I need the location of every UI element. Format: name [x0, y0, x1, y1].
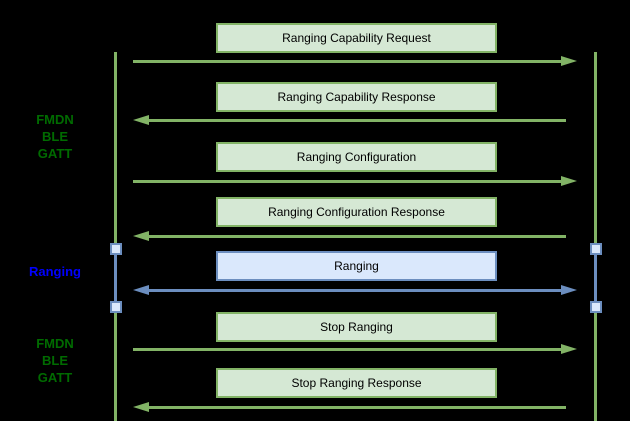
section-label-fmdn-ble-gatt-bottom: FMDN BLE GATT [0, 335, 110, 386]
connector-handle-icon [110, 243, 122, 255]
arrow-line [133, 348, 563, 351]
section-label-line: Ranging [29, 264, 81, 279]
arrow-line [147, 289, 563, 292]
section-label-line: GATT [37, 370, 73, 385]
lifeline-left [114, 52, 117, 421]
connector-handle-icon [590, 301, 602, 313]
connector-handle-icon [110, 301, 122, 313]
arrowhead-left-icon [133, 285, 149, 295]
lifeline-left-gatt-segment [114, 52, 117, 421]
lifeline-right-ranging-segment [594, 249, 597, 307]
arrowhead-right-icon [561, 56, 577, 66]
arrowhead-right-icon [561, 285, 577, 295]
arrowhead-left-icon [133, 402, 149, 412]
box-ranging-configuration-response: Ranging Configuration Response [216, 197, 497, 227]
arrow-line [133, 60, 563, 63]
box-ranging-capability-response: Ranging Capability Response [216, 82, 497, 112]
arrow-ranging-capability-response [133, 115, 566, 126]
arrow-ranging-capability-request [133, 56, 577, 67]
arrow-line [147, 235, 566, 238]
box-ranging-capability-request: Ranging Capability Request [216, 23, 497, 53]
arrow-ranging-configuration-response [133, 231, 566, 242]
arrow-line [147, 406, 566, 409]
arrow-line [133, 180, 563, 183]
section-label-line: BLE [42, 129, 68, 144]
box-stop-ranging-response: Stop Ranging Response [216, 368, 497, 398]
lifeline-right-gatt-segment [594, 52, 597, 421]
box-ranging-configuration: Ranging Configuration [216, 142, 497, 172]
arrow-ranging-bidirectional [133, 285, 577, 296]
lifeline-right [594, 52, 597, 421]
box-stop-ranging: Stop Ranging [216, 312, 497, 342]
arrowhead-right-icon [561, 176, 577, 186]
arrowhead-right-icon [561, 344, 577, 354]
arrowhead-left-icon [133, 115, 149, 125]
connector-handle-icon [590, 243, 602, 255]
section-label-ranging: Ranging [0, 263, 110, 280]
section-label-line: BLE [42, 353, 68, 368]
section-label-line: FMDN [36, 336, 74, 351]
arrow-stop-ranging-response [133, 402, 566, 413]
arrow-stop-ranging [133, 344, 577, 355]
section-label-fmdn-ble-gatt-top: FMDN BLE GATT [0, 111, 110, 162]
arrow-ranging-configuration [133, 176, 577, 187]
arrowhead-left-icon [133, 231, 149, 241]
section-label-line: FMDN [36, 112, 74, 127]
section-label-line: GATT [37, 146, 73, 161]
box-ranging: Ranging [216, 251, 497, 281]
arrow-line [147, 119, 566, 122]
lifeline-left-ranging-segment [114, 249, 117, 307]
